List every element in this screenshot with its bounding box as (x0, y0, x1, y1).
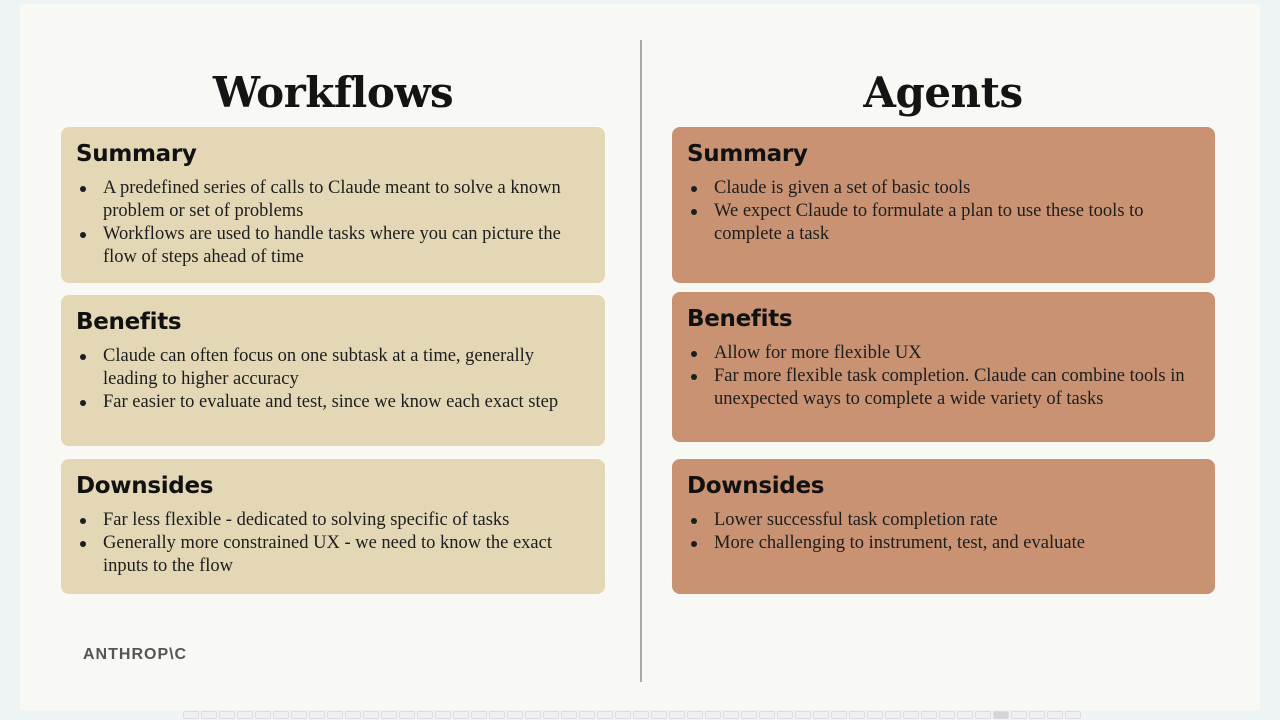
list-item: A predefined series of calls to Claude m… (76, 177, 590, 223)
slide-thumbnail[interactable] (777, 711, 793, 719)
slide-thumbnail[interactable] (993, 711, 1009, 719)
slide-thumbnail[interactable] (849, 711, 865, 719)
slide-thumbnail[interactable] (795, 711, 811, 719)
slide-thumbnail[interactable] (723, 711, 739, 719)
anthropic-logo: ANTHROP\C (83, 646, 188, 663)
slide-thumbnail[interactable] (507, 711, 523, 719)
slide-thumbnail[interactable] (759, 711, 775, 719)
slide-thumbnail[interactable] (975, 711, 991, 719)
slide-thumbnail[interactable] (381, 711, 397, 719)
slide-thumbnail[interactable] (633, 711, 649, 719)
slide-thumbnail[interactable] (921, 711, 937, 719)
slide-thumbnail[interactable] (363, 711, 379, 719)
slide-thumbnail[interactable] (939, 711, 955, 719)
slide-thumbnail[interactable] (201, 711, 217, 719)
slide-thumbnail[interactable] (255, 711, 271, 719)
slide-thumbnail[interactable] (219, 711, 235, 719)
card-heading: Downsides (687, 473, 825, 499)
slide-thumbnail[interactable] (597, 711, 613, 719)
card-heading: Summary (76, 141, 197, 167)
list-item: Claude is given a set of basic tools (687, 177, 1200, 200)
card-heading: Benefits (687, 306, 793, 332)
card-heading: Summary (687, 141, 808, 167)
slide-thumbnail[interactable] (669, 711, 685, 719)
list-item: Far more flexible task completion. Claud… (687, 365, 1200, 411)
slide-thumbnail[interactable] (615, 711, 631, 719)
slide-thumbnail[interactable] (561, 711, 577, 719)
card-heading: Downsides (76, 473, 214, 499)
slide-thumbnail[interactable] (525, 711, 541, 719)
agents-summary-card: Summary Claude is given a set of basic t… (672, 127, 1215, 283)
agents-downsides-card: Downsides Lower successful task completi… (672, 459, 1215, 594)
column-divider (640, 40, 642, 682)
slide-thumbnail[interactable] (831, 711, 847, 719)
slide-thumbnail[interactable] (579, 711, 595, 719)
list-item: Generally more constrained UX - we need … (76, 532, 590, 578)
slide-thumbnail[interactable] (885, 711, 901, 719)
slide-thumbnail[interactable] (417, 711, 433, 719)
list-item: Workflows are used to handle tasks where… (76, 223, 590, 269)
slide-thumbnail[interactable] (327, 711, 343, 719)
list-item: Allow for more flexible UX (687, 342, 1200, 365)
slide-thumbnail[interactable] (813, 711, 829, 719)
list-item: Lower successful task completion rate (687, 509, 1200, 532)
slide-thumbnail[interactable] (453, 711, 469, 719)
slide-navigator[interactable] (183, 711, 1081, 719)
slide-thumbnail[interactable] (489, 711, 505, 719)
slide-thumbnail[interactable] (237, 711, 253, 719)
workflows-downsides-card: Downsides Far less flexible - dedicated … (61, 459, 605, 594)
slide-thumbnail[interactable] (471, 711, 487, 719)
slide-thumbnail[interactable] (543, 711, 559, 719)
slide-thumbnail[interactable] (291, 711, 307, 719)
workflows-benefits-card: Benefits Claude can often focus on one s… (61, 295, 605, 446)
workflows-title: Workflows (212, 68, 454, 117)
slide-thumbnail[interactable] (435, 711, 451, 719)
slide-thumbnail[interactable] (651, 711, 667, 719)
list-item: More challenging to instrument, test, an… (687, 532, 1200, 555)
slide-thumbnail[interactable] (903, 711, 919, 719)
slide-thumbnail[interactable] (399, 711, 415, 719)
agents-title: Agents (863, 68, 1023, 117)
slide-thumbnail[interactable] (705, 711, 721, 719)
slide-thumbnail[interactable] (1047, 711, 1063, 719)
slide-thumbnail[interactable] (309, 711, 325, 719)
slide-thumbnail[interactable] (1029, 711, 1045, 719)
list-item: Far less flexible - dedicated to solving… (76, 509, 590, 532)
list-item: Far easier to evaluate and test, since w… (76, 391, 590, 414)
slide-thumbnail[interactable] (345, 711, 361, 719)
slide-thumbnail[interactable] (273, 711, 289, 719)
list-item: We expect Claude to formulate a plan to … (687, 200, 1200, 246)
slide-thumbnail[interactable] (1011, 711, 1027, 719)
slide-thumbnail[interactable] (867, 711, 883, 719)
card-heading: Benefits (76, 309, 182, 335)
slide-thumbnail[interactable] (1065, 711, 1081, 719)
list-item: Claude can often focus on one subtask at… (76, 345, 590, 391)
slide-thumbnail[interactable] (687, 711, 703, 719)
slide-thumbnail[interactable] (183, 711, 199, 719)
workflows-summary-card: Summary A predefined series of calls to … (61, 127, 605, 283)
slide-thumbnail[interactable] (741, 711, 757, 719)
slide-thumbnail[interactable] (957, 711, 973, 719)
